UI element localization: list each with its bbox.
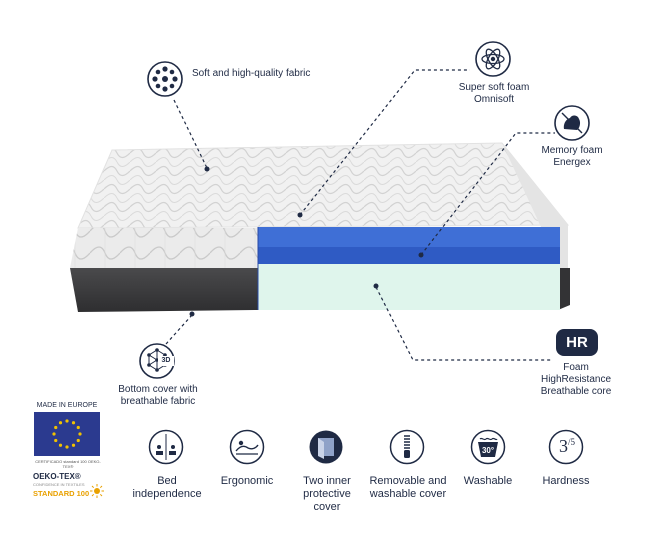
eu-star [58,443,63,447]
fabric-label: Soft and high-quality fabric [192,68,311,79]
bottom-label-1: Bottom cover with [118,384,198,395]
leader-memory [420,132,555,256]
eu-star [52,432,56,436]
feature-zipper-line2: washable cover [369,488,447,500]
eu-star [65,445,69,449]
hr-label-1: Foam [563,362,589,373]
feature-covers-line1: Two inner [303,475,351,487]
feature-bed-label: Bed independence [125,475,209,501]
super-soft-label-2: Omnisoft [473,94,514,105]
mattress-base [70,268,258,312]
eu-flag-icon [34,412,100,456]
wash-temp: 30° [481,446,495,455]
feature-ergonomic-line1: Ergonomic [220,475,274,487]
foam-layer-memory [258,247,560,264]
eu-star [78,432,82,436]
eu-star [54,425,58,430]
leader-fabric [173,99,208,169]
two-covers-icon [309,430,343,464]
leader-hr [375,286,553,361]
washable-icon [470,429,506,465]
feature-washable-line1: Washable [463,475,513,487]
feature-washable-label: Washable [452,475,524,488]
hardness-value: 3 [559,436,568,456]
memory-label-1: Memory foam [541,145,603,156]
oeko-brand: OEKO-TEX® [33,472,81,481]
bottom-label-2: breathable fabric [120,396,196,407]
eu-star [54,438,58,443]
ergonomic-icon [229,429,265,465]
feature-zipper-line1: Removable and [369,475,447,487]
hardness-scale: /5 [568,437,576,447]
oeko-sub: CONFIDENCE IN TEXTILES [33,482,85,487]
hr-label-2: HighResistance [540,374,612,385]
feature-bed-line2: independence [132,488,202,500]
atom-icon [475,41,511,77]
bed-independence-icon [148,429,184,465]
leader-super-soft [299,69,470,216]
foam-layer-top [258,227,560,247]
feature-zipper-label: Removable and washable cover [362,475,454,501]
eu-star [65,419,69,423]
eu-star [58,421,63,425]
oeko-standard: STANDARD 100 [33,489,90,498]
made-in-europe-label: MADE IN EUROPE [36,402,98,409]
feature-hardness-label: Hardness [530,475,602,488]
oeko-sun-icon [90,484,104,498]
eu-star [76,438,80,443]
feature-ergonomic-label: Ergonomic [207,475,287,488]
leader-bottom [165,314,193,345]
feature-hardness-line1: Hardness [542,475,590,487]
feature-covers-label: Two inner protective cover [290,475,364,514]
hr-badge: HR [556,329,598,356]
feature-covers-line2: protective [303,488,351,500]
eu-star [76,425,80,430]
eu-star [71,421,76,425]
oeko-small-text: CERTIFICADO standard 100 OEKO-TEX® [35,459,101,469]
hr-label-3: Breathable core [540,386,612,397]
feature-covers-line3: cover [313,501,341,513]
eu-star [71,443,76,447]
memory-foam-icon [554,105,590,141]
memory-label-2: Energex [553,157,591,168]
feature-bed-line1: Bed [157,475,177,487]
mattress-front-side [70,228,258,268]
foam-layer-hr [258,264,560,310]
super-soft-label-1: Super soft foam [458,82,530,93]
badge-3d: 3D [158,356,174,366]
fabric-callout: Soft and high-quality fabric [146,60,326,100]
zipper-icon [389,429,425,465]
hardness-icon [548,429,584,465]
fabric-icon [147,61,183,97]
